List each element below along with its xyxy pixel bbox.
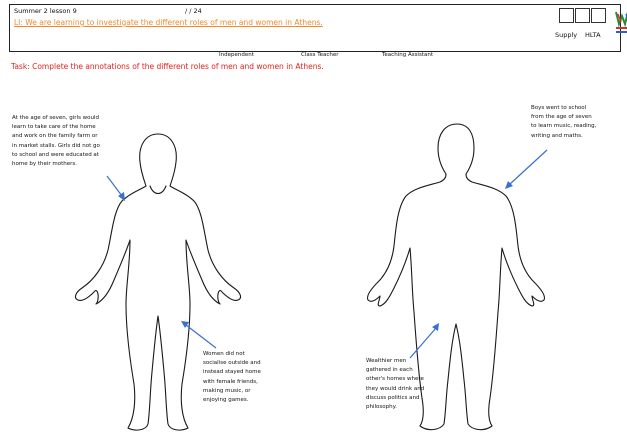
annotation-women: Women did not socialise outside and inst…	[203, 350, 261, 405]
annotation-line: gathered in each	[366, 366, 424, 375]
annotation-line: instead stayed home	[203, 368, 261, 377]
annotation-men: Wealthier men gathered in each other's h…	[366, 357, 424, 412]
annotation-line: learn to take care of the home	[12, 123, 100, 132]
annotation-line: home by their mothers.	[12, 160, 100, 169]
annotation-line: writing and maths.	[531, 132, 596, 141]
annotation-line: in market stalls. Girls did not go	[12, 142, 100, 151]
annotation-line: At the age of seven, girls would	[12, 114, 100, 123]
annotation-line: making music, or	[203, 387, 261, 396]
annotation-line: other's homes where	[366, 375, 424, 384]
annotation-boys: Boys went to school from the age of seve…	[531, 104, 596, 141]
annotation-line: discuss politics and	[366, 394, 424, 403]
arrow-women	[186, 325, 216, 348]
annotation-line: and work on the family farm or	[12, 132, 100, 141]
arrow-boys	[510, 150, 547, 184]
annotation-line: socialise outside and	[203, 359, 261, 368]
annotation-line: from the age of seven	[531, 113, 596, 122]
annotation-girls: At the age of seven, girls would learn t…	[12, 114, 100, 169]
annotation-line: to learn music, reading,	[531, 122, 596, 131]
annotation-line: to school and were educated at	[12, 151, 100, 160]
annotation-line: Boys went to school	[531, 104, 596, 113]
annotation-line: philosophy.	[366, 403, 424, 412]
annotation-line: they would drink and	[366, 385, 424, 394]
arrowhead-icon	[118, 192, 125, 201]
annotation-line: Wealthier men	[366, 357, 424, 366]
annotation-line: Women did not	[203, 350, 261, 359]
arrow-girls	[107, 176, 122, 196]
annotation-line: enjoying games.	[203, 396, 261, 405]
annotation-line: with female friends,	[203, 378, 261, 387]
